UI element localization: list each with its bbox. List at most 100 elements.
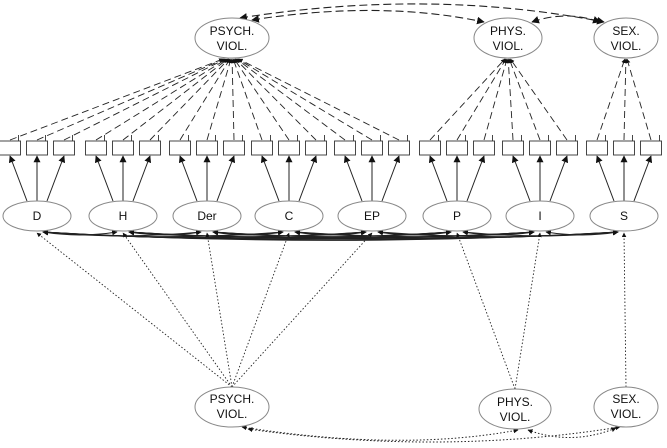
latent-psych-top-line2: VIOL. [217, 39, 248, 53]
indicator-box-D-1 [0, 140, 21, 156]
top-loading-arrow [36, 58, 225, 141]
indicator-box-C-1 [251, 140, 273, 156]
indicator-box-S-3 [640, 140, 662, 156]
factor-indicator-arrow [260, 155, 280, 202]
factor-C[interactable]: C [254, 200, 324, 232]
bottom-covariance-arcs [241, 425, 621, 443]
bottom-loading-phys_bot-P [456, 232, 516, 390]
top-covariance-arcs [239, 3, 605, 25]
top-loading-arrow [508, 58, 541, 141]
latent-sex-bot[interactable]: SEX. VIOL. [593, 386, 659, 428]
cov-psych-phys-top [251, 9, 485, 25]
factor-H-label: H [119, 209, 128, 223]
indicator-box-I-3 [556, 140, 578, 156]
factor-correlation-I-S [545, 230, 619, 236]
top-loading-arrow [149, 58, 230, 141]
latent-sex-bot-line1: SEX. [612, 392, 639, 406]
indicator-box-Der-2 [196, 140, 218, 156]
top-loading-arrow [233, 58, 290, 141]
factor-indicator-arrow [94, 155, 114, 202]
bottom-loading-phys_bot-I [514, 232, 542, 390]
top-loading-arrow [95, 58, 227, 141]
bottom-loading-psych_bot-C [231, 232, 290, 388]
indicator-box-Der-3 [223, 140, 245, 156]
top-loading-arrow [623, 58, 629, 141]
indicator-box-P-2 [446, 140, 468, 156]
latent-phys-top-line2: VIOL. [493, 39, 524, 53]
top-loading-arrow [179, 58, 231, 141]
indicator-box-S-2 [613, 140, 635, 156]
indicator-box-P-3 [473, 140, 495, 156]
top-loading-arrow [206, 58, 233, 141]
cov-phys-sex-bot [527, 427, 617, 438]
latent-psych-top[interactable]: PSYCH. VIOL. [194, 17, 270, 59]
bottom-loading-psych_bot-H [122, 232, 233, 388]
top-loading-arrow [625, 58, 652, 141]
factor-C-label: C [285, 209, 294, 223]
factor-indicator-arrow [595, 155, 615, 202]
factor-EP[interactable]: EP [337, 200, 407, 232]
factor-indicator-arrow [343, 155, 363, 202]
indicator-box-EP-3 [388, 140, 410, 156]
factor-D[interactable]: D [2, 200, 72, 232]
factor-P[interactable]: P [422, 200, 492, 232]
factor-indicator-arrow [46, 155, 66, 202]
latent-psych-bot[interactable]: PSYCH. VIOL. [194, 386, 270, 428]
bottom-loading-psych_bot-D [36, 232, 233, 388]
latent-sex-top-line1: SEX. [612, 24, 639, 38]
indicator-box-H-3 [139, 140, 161, 156]
indicator-box-EP-2 [361, 140, 383, 156]
top-loading-arrow [232, 58, 263, 141]
indicator-box-C-3 [305, 140, 327, 156]
factor-I-label: I [538, 209, 541, 223]
factor-indicator-arrow [8, 155, 28, 202]
top-loading-arrow [236, 58, 346, 141]
factor-Der[interactable]: Der [172, 200, 242, 232]
factor-S[interactable]: S [589, 200, 659, 232]
factor-I[interactable]: I [505, 200, 575, 232]
indicator-box-D-3 [53, 140, 75, 156]
top-loading-arrow [483, 58, 509, 141]
indicator-box-I-1 [502, 140, 524, 156]
top-loading-arrow [509, 58, 568, 141]
top-loading-arrow [63, 58, 226, 141]
indicator-box-Der-1 [169, 140, 191, 156]
bottom-loading-sex_bot-S [621, 232, 627, 388]
bottom-loading-psych_bot-Der [205, 232, 233, 388]
top-loading-arrow [235, 58, 317, 141]
indicator-box-I-2 [529, 140, 551, 156]
latent-psych-bot-line2: VIOL. [217, 407, 248, 421]
factor-indicator-arrow [132, 155, 152, 202]
latent-phys-top[interactable]: PHYS. VIOL. [473, 17, 543, 59]
latent-phys-bot-line2: VIOL. [500, 410, 531, 424]
indicator-box-D-2 [26, 140, 48, 156]
latent-sex-top-line2: VIOL. [611, 39, 642, 53]
factor-indicator-arrow [466, 155, 486, 202]
top-loading-arrows [9, 58, 652, 141]
latent-psych-top-line1: PSYCH. [210, 24, 255, 38]
factor-indicator-arrow [633, 155, 653, 202]
factor-indicator-arrow [298, 155, 318, 202]
bottom-loading-lines [36, 232, 627, 390]
factor-S-label: S [620, 209, 628, 223]
factor-indicator-arrow [381, 155, 401, 202]
top-loading-arrow [238, 58, 400, 141]
factor-D-label: D [33, 209, 42, 223]
bottom-loading-psych_bot-EP [231, 232, 373, 388]
cov-psych-sex-top [239, 3, 605, 25]
factor-EP-label: EP [364, 209, 380, 223]
latent-psych-bot-line1: PSYCH. [210, 392, 255, 406]
factor-Der-label: Der [197, 209, 216, 223]
factor-correlation-arcs [42, 229, 619, 241]
factor-H[interactable]: H [88, 200, 158, 232]
indicator-boxes [0, 135, 662, 156]
latent-sex-bot-line2: VIOL. [611, 407, 642, 421]
factor-indicator-arrow [178, 155, 198, 202]
top-loading-arrow [9, 58, 224, 141]
latent-sex-top[interactable]: SEX. VIOL. [593, 17, 659, 59]
indicator-box-H-1 [85, 140, 107, 156]
indicator-box-P-1 [419, 140, 441, 156]
cov-psych-phys-bot [241, 425, 519, 441]
latent-phys-bot[interactable]: PHYS. VIOL. [478, 388, 552, 430]
cov-phys-sex-top [531, 15, 601, 24]
